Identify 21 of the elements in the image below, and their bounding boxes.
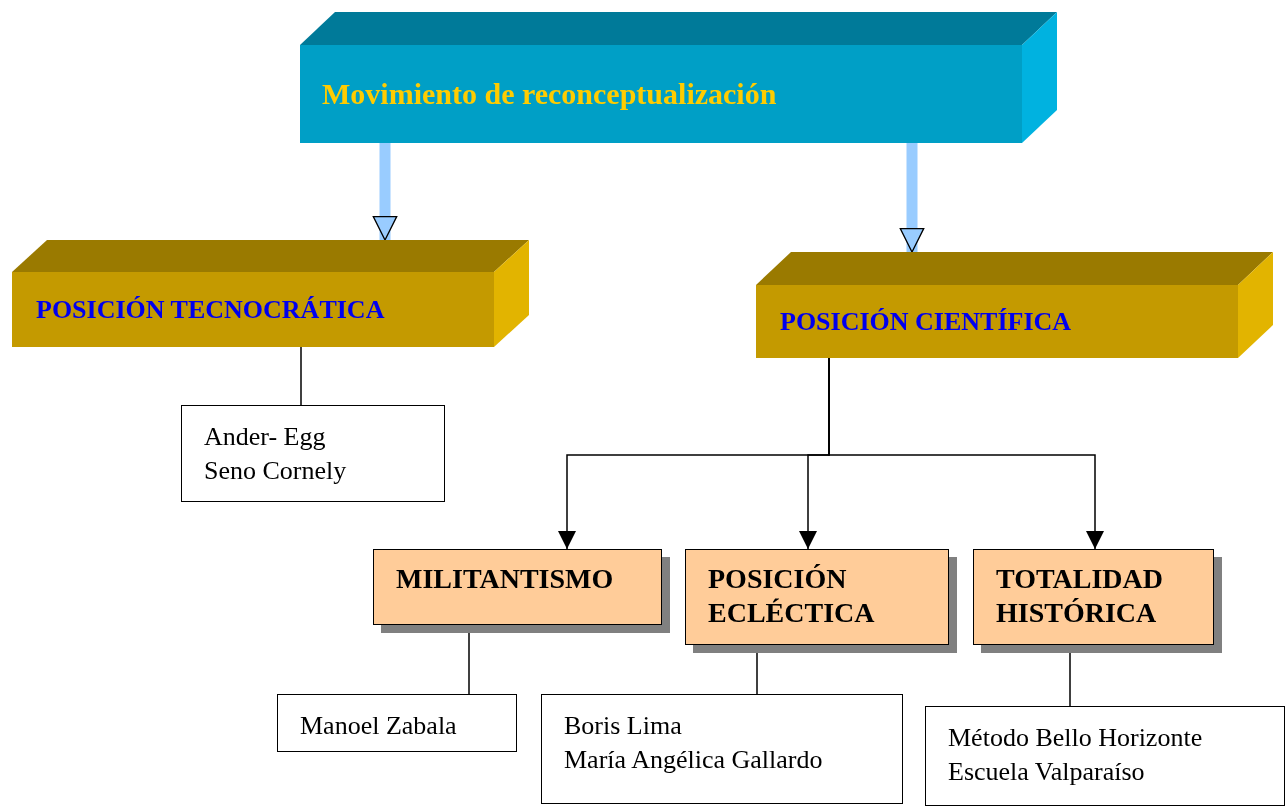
name-text: Seno Cornely	[204, 454, 348, 487]
heading-text: Movimiento de reconceptualización	[322, 77, 777, 111]
arrow	[372, 143, 398, 241]
heading-text: POSICIÓN CIENTÍFICA	[780, 306, 1072, 337]
arrow	[899, 143, 925, 253]
name-text: Escuela Valparaíso	[948, 755, 1146, 788]
name-text: Ander- Egg	[204, 421, 327, 453]
name-text: María Angélica Gallardo	[564, 743, 824, 776]
connector-line	[300, 346, 302, 406]
name-box	[925, 706, 1285, 806]
name-text: Método Bello Horizonte	[948, 722, 1204, 754]
category-label: TOTALIDAD HISTÓRICA	[996, 562, 1164, 630]
arrow	[828, 357, 1104, 550]
name-box	[181, 405, 445, 502]
heading-text: POSICIÓN TECNOCRÁTICA	[36, 294, 385, 325]
name-box	[541, 694, 903, 804]
name-text: Boris Lima	[564, 710, 683, 742]
name-text: Manoel Zabala	[300, 710, 458, 742]
category-label: MILITANTISMO	[396, 562, 615, 596]
category-label: POSICIÓN ECLÉCTICA	[708, 562, 876, 630]
name-box	[277, 694, 517, 752]
